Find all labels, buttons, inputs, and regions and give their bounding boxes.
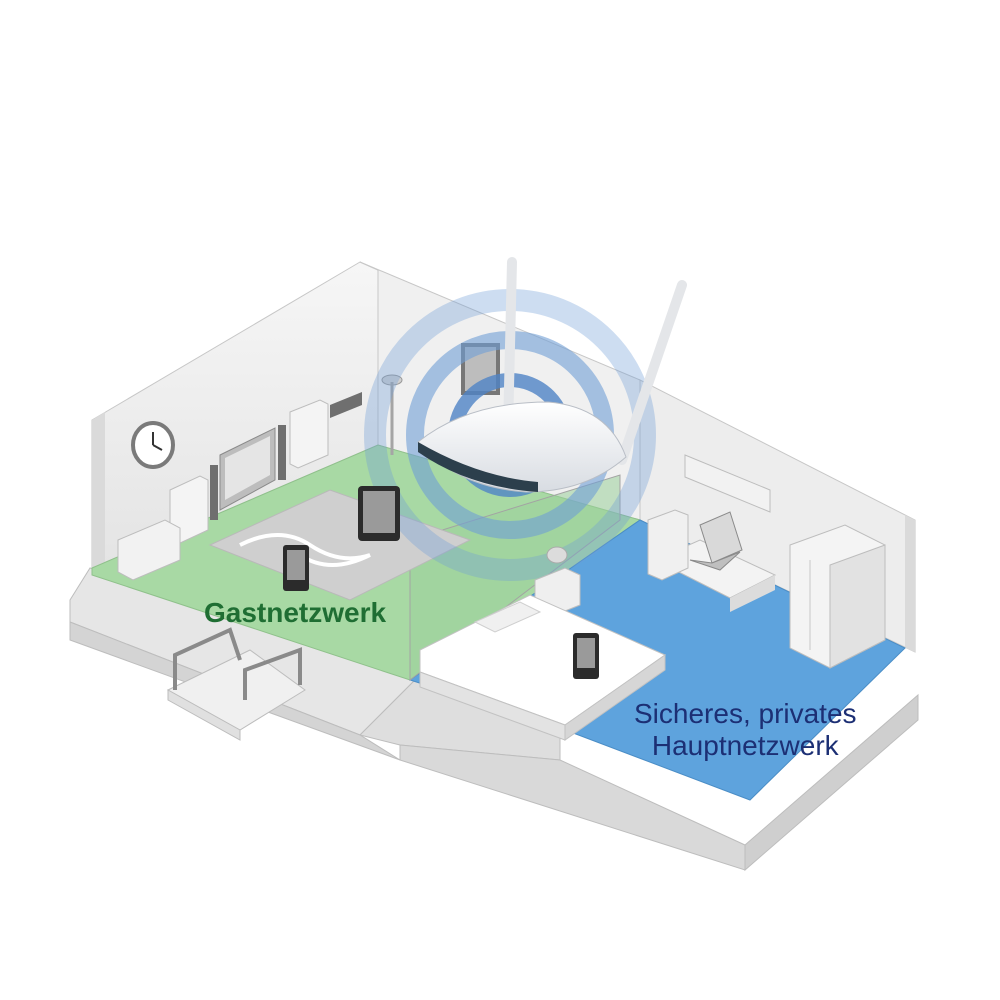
smartphone-icon [573, 633, 599, 679]
tv-icon [219, 427, 276, 511]
tablet-icon [358, 486, 400, 541]
router-icon [417, 257, 687, 493]
main-network-label-line2: Hauptnetzwerk [651, 730, 839, 762]
bookshelf [684, 454, 771, 513]
wall-clock-icon [131, 421, 175, 469]
laptop-icon [689, 511, 743, 571]
bed-icon [419, 594, 667, 741]
stairs-icon [166, 627, 306, 741]
speaker-icon [210, 425, 286, 520]
main-network-label: Sicheres, privates Hauptnetzwerk [634, 698, 857, 762]
desk [647, 509, 777, 612]
smartphone-icon [283, 545, 309, 591]
lamp-icon [381, 374, 403, 455]
main-network-label-line1: Sicheres, privates [634, 698, 857, 729]
wardrobe-icon [789, 524, 886, 669]
shelf-units [117, 392, 362, 581]
guest-network-label: Gastnetzwerk [204, 597, 387, 628]
